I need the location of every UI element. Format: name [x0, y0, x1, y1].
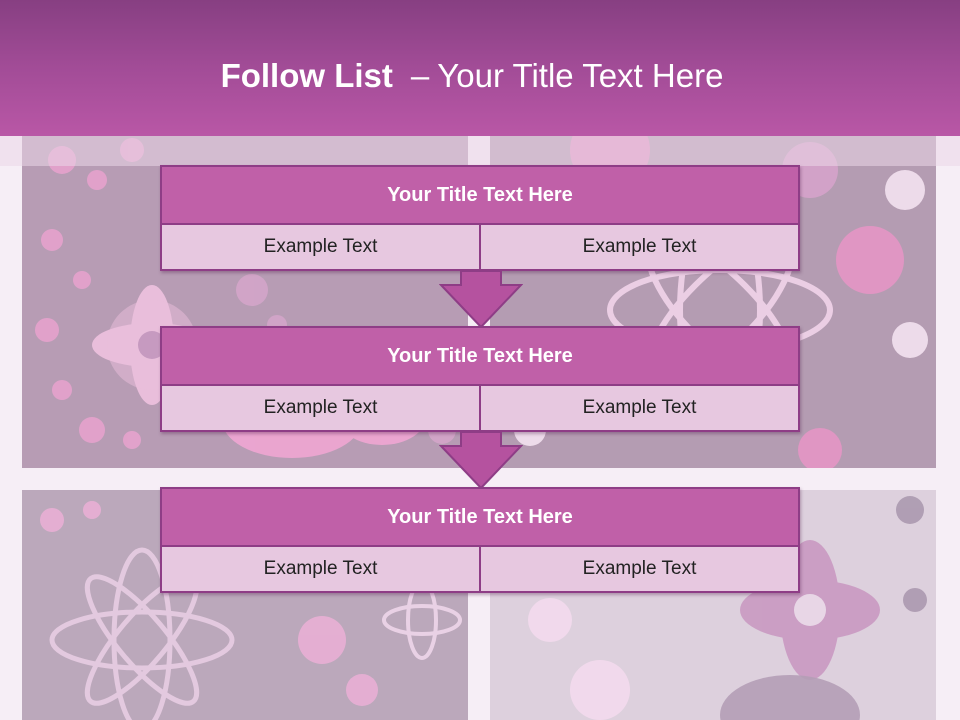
- block-title: Your Title Text Here: [162, 328, 798, 384]
- list-block-2: Your Title Text Here Example Text Exampl…: [160, 326, 800, 432]
- block-cell-left: Example Text: [162, 225, 479, 269]
- flower-pattern-icon: [40, 501, 462, 720]
- block-cell-right: Example Text: [481, 225, 798, 269]
- block-cell-right: Example Text: [481, 386, 798, 430]
- slide-title-dash: –: [410, 57, 430, 94]
- slide-title: Follow List–Your Title Text Here: [0, 54, 944, 98]
- block-cell-left: Example Text: [162, 386, 479, 430]
- down-arrow-icon: [439, 432, 523, 490]
- header-shadow: [0, 136, 960, 166]
- block-title: Your Title Text Here: [162, 167, 798, 223]
- block-title: Your Title Text Here: [162, 489, 798, 545]
- block-cell-right: Example Text: [481, 547, 798, 591]
- list-block-1: Your Title Text Here Example Text Exampl…: [160, 165, 800, 271]
- slide-title-rest: Your Title Text Here: [437, 57, 724, 94]
- list-block-3: Your Title Text Here Example Text Exampl…: [160, 487, 800, 593]
- down-arrow-icon: [439, 271, 523, 329]
- block-cell-left: Example Text: [162, 547, 479, 591]
- slide-title-bold: Follow List: [220, 57, 393, 94]
- flower-pattern-icon: [508, 496, 927, 720]
- header-band: [0, 0, 960, 136]
